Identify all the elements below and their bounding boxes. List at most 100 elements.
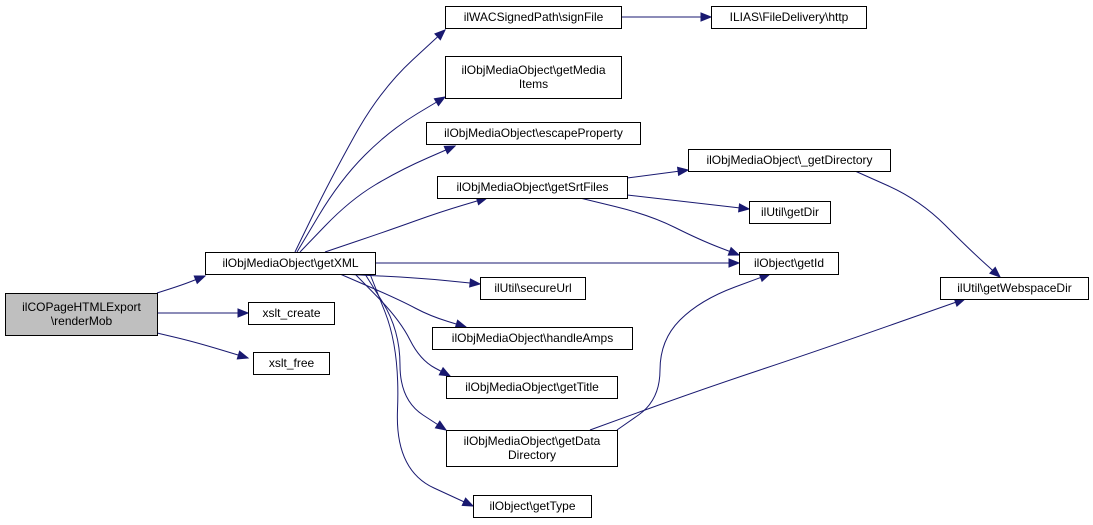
edge-getSrtFiles-to-_getDirectory <box>626 166 690 179</box>
arrowhead <box>469 278 482 288</box>
arrowhead <box>700 12 713 22</box>
node-label: ilObject\getType <box>489 499 575 513</box>
node-box <box>473 495 592 518</box>
edge-renderMob-to-xslt_create <box>157 308 250 318</box>
node-getDir[interactable]: ilUtil\getDir <box>749 201 831 224</box>
edge-_getDirectory-to-getWebspaceDir <box>854 170 1002 278</box>
edge-getXML-to-getDataDirectory <box>364 273 448 431</box>
node-box <box>205 252 376 275</box>
node-handleAmps[interactable]: ilObjMediaObject\handleAmps <box>432 327 633 350</box>
arrowhead <box>454 319 468 329</box>
node-renderMob[interactable]: ilCOPageHTMLExport\renderMob <box>5 293 158 336</box>
node-box <box>711 6 867 29</box>
edge-line <box>339 273 481 285</box>
arrowhead <box>443 145 457 155</box>
node-label: ilObject\getId <box>754 256 824 270</box>
node-label: ilUtil\getDir <box>761 205 819 219</box>
node-box <box>480 277 586 300</box>
arrowhead <box>434 420 448 431</box>
node-label: \renderMob <box>51 314 113 328</box>
node-box <box>446 376 618 399</box>
edge-line <box>339 273 467 328</box>
node-box <box>426 122 641 145</box>
node-box <box>5 293 158 336</box>
node-escapeProperty[interactable]: ilObjMediaObject\escapeProperty <box>426 122 641 145</box>
edge-line <box>364 273 447 431</box>
node-box <box>940 277 1089 300</box>
edge-line <box>324 197 488 253</box>
edge-line <box>854 170 1001 278</box>
node-box <box>445 6 622 29</box>
edge-line <box>294 29 446 253</box>
arrowhead <box>676 166 690 177</box>
edge-getXML-to-getTitle <box>354 273 452 377</box>
node-label: ilObjMediaObject\handleAmps <box>452 331 613 345</box>
arrowhead <box>738 203 751 213</box>
edge-signFile-to-http <box>621 12 713 22</box>
node-http[interactable]: ILIAS\FileDelivery\http <box>711 6 867 29</box>
node-label: ilCOPageHTMLExport <box>22 300 141 314</box>
edge-getSrtFiles-to-getDir <box>626 194 751 213</box>
node-label: ILIAS\FileDelivery\http <box>730 10 849 24</box>
node-box <box>432 327 633 350</box>
edge-renderMob-to-xslt_free <box>156 332 250 360</box>
node-getSrtFiles[interactable]: ilObjMediaObject\getSrtFiles <box>437 176 628 199</box>
node-label: ilObjMediaObject\escapeProperty <box>444 126 623 140</box>
node-xslt-free[interactable]: xslt_free <box>253 352 330 375</box>
edge-line <box>616 273 771 431</box>
edge-line <box>299 145 456 253</box>
node-xslt-create[interactable]: xslt_create <box>248 302 335 325</box>
arrowhead <box>728 258 741 268</box>
node-label: ilObjMediaObject\getMedia <box>461 63 605 77</box>
node-label: ilUtil\getWebspaceDir <box>957 281 1072 295</box>
edge-line <box>296 96 446 253</box>
edge-line <box>354 273 451 377</box>
node-box <box>749 201 831 224</box>
edge-getXML-to-handleAmps <box>339 273 468 329</box>
node-label: Items <box>519 77 548 91</box>
node-box <box>446 430 618 467</box>
node-getDirectory[interactable]: ilObjMediaObject\_getDirectory <box>688 149 891 172</box>
arrowhead <box>727 246 741 256</box>
node-box <box>437 176 628 199</box>
node-secureUrl[interactable]: ilUtil\secureUrl <box>480 277 586 300</box>
node-label: ilWACSignedPath\signFile <box>464 10 604 24</box>
node-getWebspaceDir[interactable]: ilUtil\getWebspaceDir <box>940 277 1089 300</box>
node-getType[interactable]: ilObject\getType <box>473 495 592 518</box>
edge-line <box>589 298 966 431</box>
node-label: ilUtil\secureUrl <box>494 281 571 295</box>
node-label: xslt_create <box>262 306 320 320</box>
edge-getXML-to-getId <box>375 258 741 268</box>
node-label: ilObjMediaObject\getXML <box>222 256 358 270</box>
edge-line <box>626 194 750 210</box>
edge-getDataDirectory-to-getId <box>616 273 772 431</box>
edge-getXML-to-getType <box>369 273 475 507</box>
node-box <box>688 149 891 172</box>
arrowhead <box>434 29 446 41</box>
arrowhead <box>989 266 1002 278</box>
arrowhead <box>433 96 447 107</box>
arrowhead <box>193 275 207 285</box>
node-box <box>445 56 622 99</box>
node-getXML[interactable]: ilObjMediaObject\getXML <box>205 252 376 275</box>
edge-line <box>579 197 740 256</box>
arrowhead <box>237 308 250 318</box>
node-label: Directory <box>508 448 556 462</box>
node-box <box>248 302 335 325</box>
edges-layer <box>156 12 1002 507</box>
node-label: ilObjMediaObject\_getDirectory <box>706 153 872 167</box>
node-label: ilObjMediaObject\getData <box>464 434 601 448</box>
node-getId[interactable]: ilObject\getId <box>739 252 839 275</box>
arrowhead <box>438 366 452 377</box>
edge-getXML-to-escapeProperty <box>299 145 457 253</box>
edge-getXML-to-getMediaItems <box>296 96 447 253</box>
edge-line <box>156 332 249 359</box>
node-signFile[interactable]: ilWACSignedPath\signFile <box>445 6 622 29</box>
edge-getXML-to-getSrtFiles <box>324 196 489 253</box>
node-box <box>253 352 330 375</box>
node-getTitle[interactable]: ilObjMediaObject\getTitle <box>446 376 618 399</box>
arrowhead <box>236 350 250 360</box>
